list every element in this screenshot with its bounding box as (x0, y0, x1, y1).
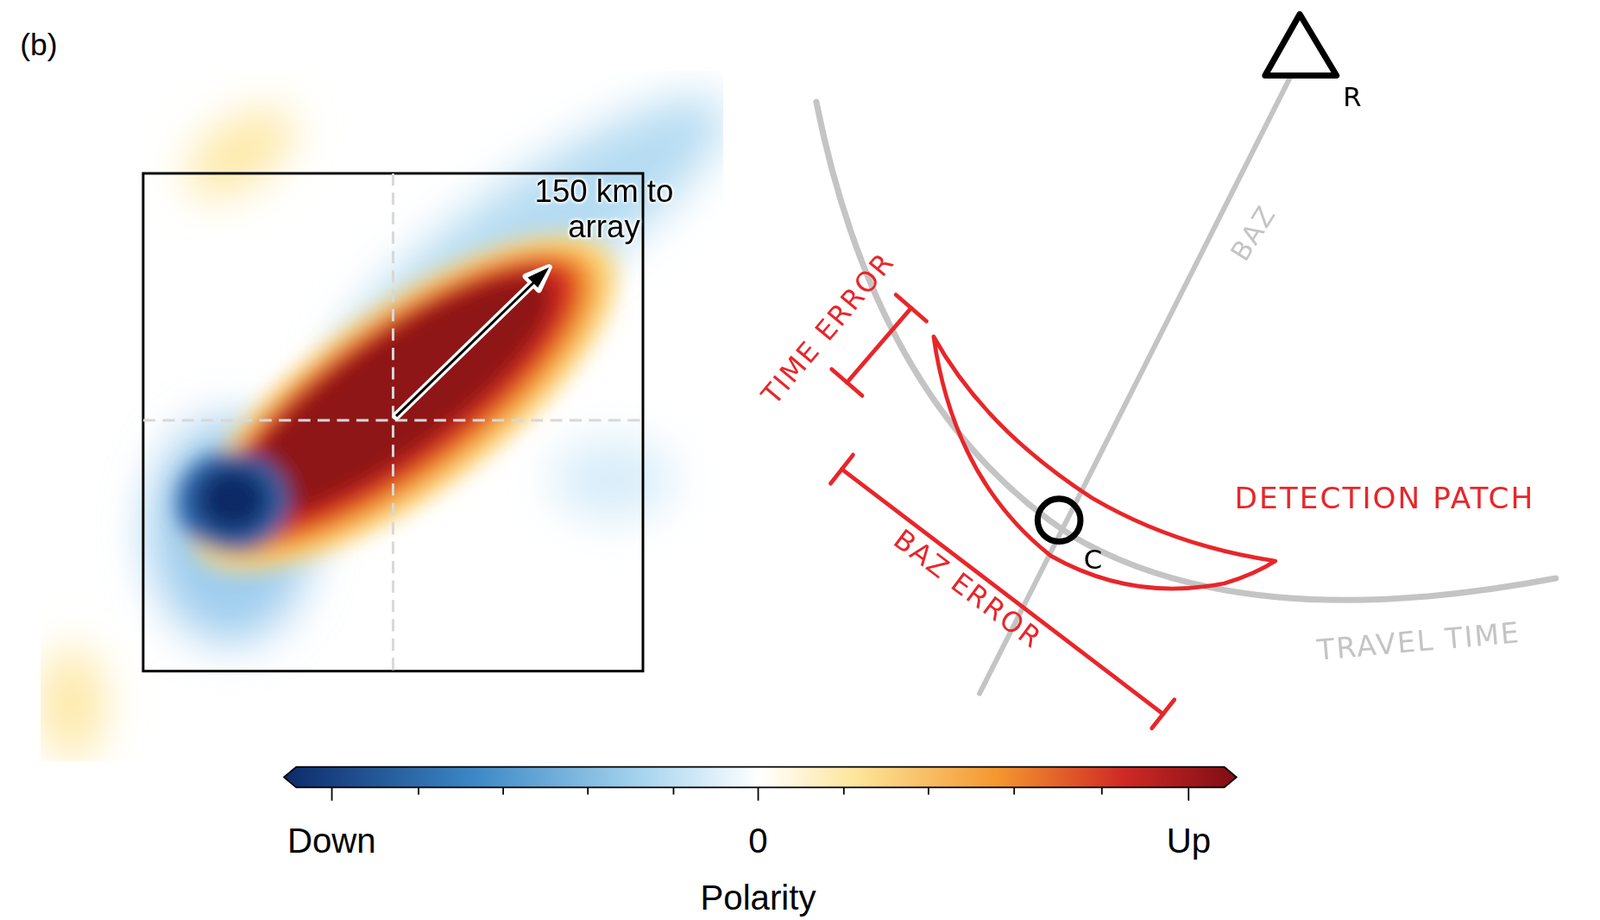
error-label: TIME ERROR (755, 246, 901, 411)
error-label: BAZ ERROR (887, 524, 1047, 656)
sketch (816, 14, 1556, 729)
arrow-label: 150 km to array (516, 173, 691, 245)
colorbar (283, 767, 1237, 801)
tick-label: 0 (748, 822, 768, 862)
patch-label: DETECTION PATCH (1234, 481, 1536, 515)
panel-label: (b) (19, 28, 57, 63)
tick-label: Down (287, 822, 377, 862)
direction-arrow (396, 267, 549, 417)
source-label: C (1083, 544, 1104, 574)
sketch-label: TRAVEL TIME (1315, 616, 1522, 667)
receiver-label: R (1342, 81, 1363, 112)
tick-label: Up (1166, 822, 1211, 862)
sketch-label: BAZ (1224, 199, 1282, 266)
polarity-map (41, 71, 723, 761)
axis-title: Polarity (700, 878, 817, 918)
